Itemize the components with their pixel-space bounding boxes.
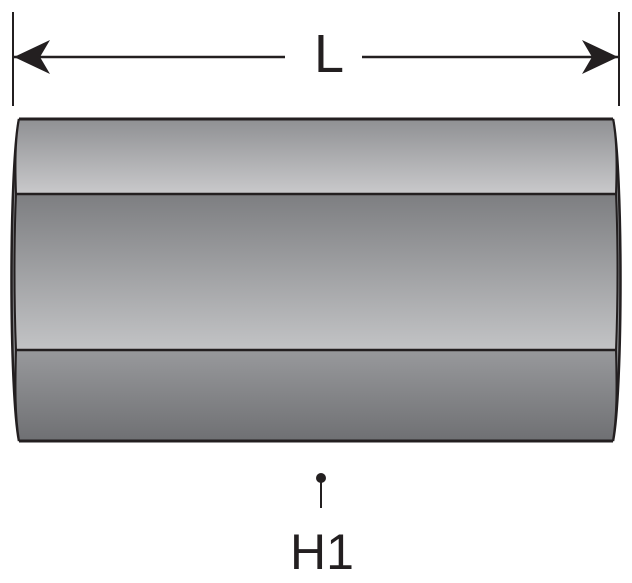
length-dimension-line (14, 40, 618, 74)
hex-flat-top (15, 119, 617, 194)
arrow-right-icon (582, 40, 618, 74)
hex-size-label: H1 (290, 524, 354, 580)
hex-flat-middle (15, 194, 617, 349)
arrow-left-icon (14, 40, 50, 74)
hex-size-leader (316, 473, 326, 508)
hex-flat-bottom (15, 350, 617, 441)
hex-coupling-body (10, 117, 622, 443)
length-label: L (313, 24, 345, 84)
